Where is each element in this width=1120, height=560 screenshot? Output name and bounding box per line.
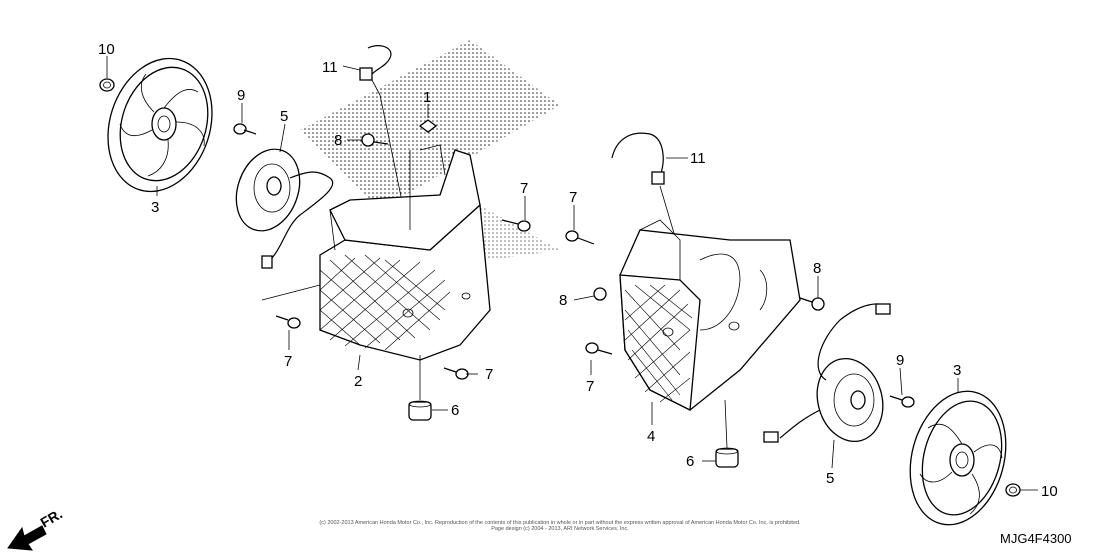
callout-left-2: 2 <box>354 373 362 390</box>
copyright-line-2: Page design (c) 2004 - 2013, ARI Network… <box>491 526 629 532</box>
callout-left-8: 8 <box>334 132 342 149</box>
leader-lines <box>106 56 1038 491</box>
right-shroud <box>619 219 801 412</box>
callout-right-8-left: 8 <box>559 292 567 309</box>
left-fan <box>107 57 213 193</box>
callout-right-8-right: 8 <box>813 260 821 277</box>
copyright-line-1: (c) 2002-2013 American Honda Motor Co., … <box>319 520 801 526</box>
left-motor <box>235 148 334 269</box>
callout-left-5: 5 <box>280 108 288 125</box>
callout-left-6: 6 <box>451 402 459 419</box>
callout-right-4: 4 <box>647 428 655 445</box>
right-bolt-7-lower <box>585 342 613 355</box>
left-guide-lines <box>261 150 421 400</box>
left-bolt-7-lower <box>275 315 301 329</box>
callout-left-3: 3 <box>151 199 159 216</box>
right-grommet <box>715 399 739 468</box>
right-bolt-7-upper <box>565 230 595 245</box>
callout-left-9: 9 <box>237 87 245 104</box>
right-nut <box>1005 483 1021 497</box>
right-fan <box>909 390 1007 526</box>
callout-right-11: 11 <box>690 150 706 167</box>
left-shroud-grid <box>319 254 451 351</box>
callout-left-1: 1 <box>423 89 431 106</box>
callout-right-7-upper: 7 <box>569 189 577 206</box>
callout-labels: 10 3 9 5 11 8 1 7 7 2 7 6 11 7 8 8 7 4 6… <box>98 41 1058 500</box>
copyright-notice: (c) 2002-2013 American Honda Motor Co., … <box>240 520 880 532</box>
left-grommet <box>408 400 432 421</box>
diagram-code: MJG4F4300 <box>1000 531 1072 546</box>
right-shroud-grid <box>624 284 693 403</box>
callout-right-3: 3 <box>953 362 961 379</box>
callout-right-5: 5 <box>826 470 834 487</box>
left-bolt-7-upper <box>501 219 531 232</box>
right-connector <box>611 132 677 241</box>
left-nut <box>99 78 115 92</box>
left-bolt-7-bottom <box>443 367 469 380</box>
callout-left-10: 10 <box>98 41 115 58</box>
right-bolt-8-right <box>799 297 825 311</box>
callout-left-7-upper: 7 <box>520 180 528 197</box>
left-shroud <box>319 144 491 361</box>
callout-right-7-lower: 7 <box>586 378 594 395</box>
callout-right-6: 6 <box>686 453 694 470</box>
left-bolt-9 <box>233 123 257 135</box>
right-bolt-9 <box>889 395 915 408</box>
clip-1 <box>418 119 438 133</box>
callout-left-11: 11 <box>322 59 338 76</box>
left-connector <box>359 45 411 241</box>
callout-right-10: 10 <box>1041 483 1058 500</box>
right-bolt-8-left <box>593 287 607 301</box>
callout-left-7-lower: 7 <box>284 353 292 370</box>
callout-left-7-bottom: 7 <box>485 366 493 383</box>
callout-right-9: 9 <box>896 352 904 369</box>
front-direction-arrow: FR. <box>7 505 65 551</box>
right-motor <box>763 303 891 443</box>
